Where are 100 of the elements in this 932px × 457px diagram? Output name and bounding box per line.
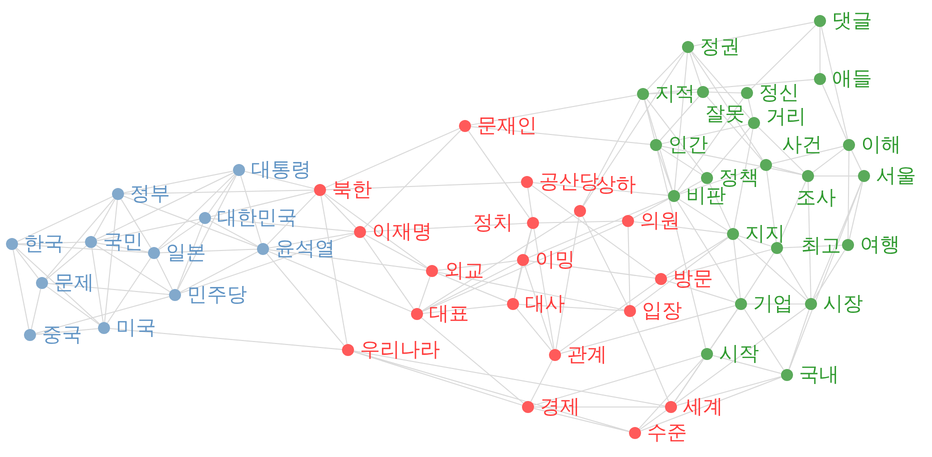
edge-line bbox=[528, 198, 669, 258]
edge-line bbox=[639, 410, 667, 430]
word-label: 정치 bbox=[473, 210, 513, 234]
word-label: 지지 bbox=[745, 221, 785, 245]
edge-line bbox=[46, 245, 87, 280]
word-label: 국내 bbox=[799, 362, 839, 386]
word-label: 사건 bbox=[782, 132, 822, 156]
edge-line bbox=[533, 408, 630, 432]
edge-line bbox=[689, 52, 702, 87]
edge-line bbox=[362, 236, 414, 310]
edge-line bbox=[708, 92, 742, 94]
edge-line bbox=[628, 226, 630, 306]
word-label: 우리나라 bbox=[360, 337, 440, 361]
edge-line bbox=[676, 200, 738, 300]
edge-line bbox=[16, 196, 114, 242]
edge-line bbox=[470, 94, 638, 126]
edge-line bbox=[158, 174, 236, 250]
edge-line bbox=[661, 146, 803, 176]
edge-line bbox=[96, 244, 170, 292]
edge-line bbox=[706, 96, 763, 161]
word-label: 공산당 bbox=[539, 169, 599, 193]
edge-line bbox=[644, 99, 673, 191]
edge-line bbox=[674, 52, 688, 191]
edge-line bbox=[160, 248, 258, 254]
edge-line bbox=[538, 220, 622, 224]
edge-line bbox=[158, 220, 201, 250]
edge-line bbox=[210, 190, 315, 218]
word-label: 이해 bbox=[861, 132, 901, 156]
edge-line bbox=[532, 182, 669, 196]
word-label: 문제 bbox=[54, 270, 94, 294]
word-label: 정권 bbox=[700, 34, 740, 58]
edge-line bbox=[325, 128, 460, 188]
edge-line bbox=[766, 170, 777, 243]
edge-line bbox=[744, 308, 784, 370]
edge-line bbox=[556, 216, 580, 350]
word-label: 경제 bbox=[540, 394, 580, 418]
word-label: 국민 bbox=[103, 229, 143, 253]
word-label: 애들 bbox=[832, 66, 872, 90]
edge-line bbox=[648, 92, 698, 94]
edge-line bbox=[418, 276, 431, 309]
edge-line bbox=[822, 84, 848, 140]
edge-line bbox=[812, 181, 862, 299]
edge-line bbox=[632, 198, 670, 219]
edge-line bbox=[744, 252, 774, 300]
edge-line bbox=[820, 26, 848, 140]
edge-line bbox=[812, 148, 845, 173]
edge-line bbox=[527, 187, 533, 218]
edge-line bbox=[733, 239, 741, 299]
word-label: 민주당 bbox=[187, 282, 247, 306]
edge-line bbox=[771, 146, 844, 164]
edge-line bbox=[676, 97, 744, 192]
edge-line bbox=[666, 280, 736, 303]
edge-line bbox=[46, 286, 100, 325]
edge-line bbox=[514, 265, 522, 299]
word-label: 미국 bbox=[116, 315, 156, 339]
edge-line bbox=[693, 22, 815, 46]
edge-line bbox=[106, 258, 152, 324]
edge-line bbox=[123, 170, 234, 194]
edge-line bbox=[18, 244, 148, 254]
edge-line bbox=[530, 360, 553, 402]
edge-line bbox=[422, 214, 576, 312]
edge-line bbox=[788, 309, 810, 370]
edge-line bbox=[320, 195, 348, 345]
edge-line bbox=[678, 180, 702, 194]
word-label: 의원 bbox=[640, 208, 680, 232]
edge-line bbox=[710, 127, 751, 174]
edge-line bbox=[690, 52, 764, 160]
edge-line bbox=[176, 223, 204, 290]
edge-line bbox=[640, 376, 782, 432]
edge-line bbox=[848, 150, 850, 240]
word-label: 한국 bbox=[24, 231, 64, 255]
edge-line bbox=[244, 170, 315, 190]
edge-line bbox=[15, 248, 39, 279]
edge-line bbox=[514, 228, 532, 299]
word-label: 댓글 bbox=[832, 8, 872, 32]
edge-line bbox=[658, 150, 672, 191]
edge-line bbox=[666, 249, 772, 278]
edge-line bbox=[421, 317, 524, 404]
edge-line bbox=[771, 166, 803, 175]
edge-line bbox=[326, 182, 522, 190]
word-label: 조사 bbox=[796, 185, 836, 209]
word-label: 북한 bbox=[332, 177, 372, 201]
word-label: 세계 bbox=[683, 394, 723, 418]
edge-line bbox=[47, 283, 170, 295]
edge-line bbox=[528, 260, 656, 279]
edge-line bbox=[16, 248, 100, 324]
edge-line bbox=[96, 242, 149, 252]
word-label: 방문 bbox=[673, 266, 713, 290]
edge-line bbox=[748, 98, 754, 118]
edge-line bbox=[364, 130, 462, 228]
word-label: 지적 bbox=[655, 81, 695, 105]
edge-line bbox=[750, 24, 816, 90]
edge-line bbox=[582, 216, 628, 306]
word-label: 이재명 bbox=[372, 219, 432, 243]
word-label: 중국 bbox=[42, 322, 82, 346]
word-label: 윤석열 bbox=[275, 236, 335, 260]
edge-line bbox=[788, 181, 862, 370]
edge-line bbox=[808, 182, 812, 298]
word-label: 외교 bbox=[444, 258, 484, 282]
edge-line bbox=[656, 150, 706, 349]
